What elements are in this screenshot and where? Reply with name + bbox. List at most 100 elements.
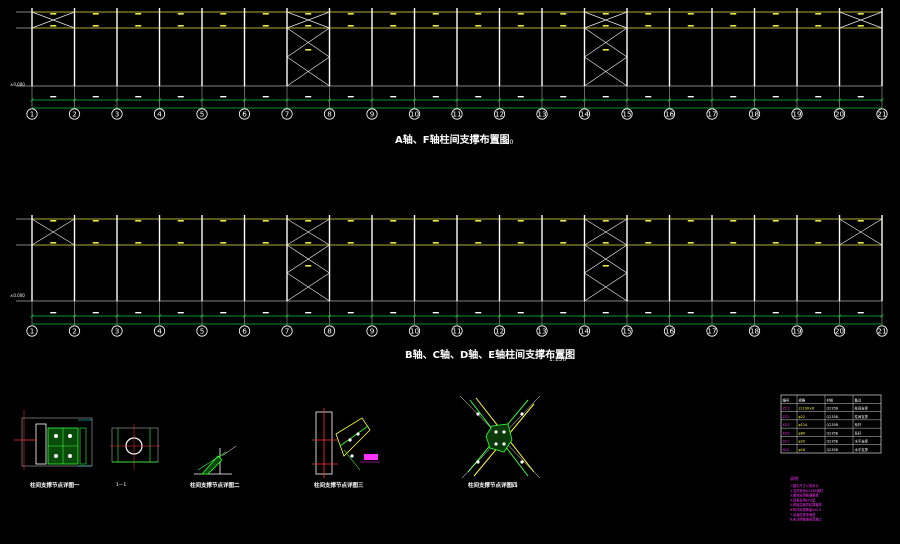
strut-tag [645,220,652,222]
strut-tag [135,13,142,15]
note-line: 2.支撑采用Q235B钢材 [790,488,824,493]
strut-tag [560,242,567,244]
dim-value-mark [517,96,524,98]
lower-bracing [286,27,330,58]
table-cell: 备注 [855,397,862,402]
axis-number: 16 [665,327,675,336]
strut-tag [602,13,609,15]
dim-tick [752,314,757,318]
axis-bubble [578,325,591,337]
dim-tick [370,314,374,318]
axis-number: 15 [622,110,631,119]
dim-value-mark [560,312,567,314]
dim-value-mark [220,312,227,314]
axis-number: 9 [370,110,375,119]
dim-tick [497,314,502,318]
strut-tag [857,242,864,244]
upper-bracing [839,11,883,29]
table-cell: 系杆 [855,430,862,435]
strut-tag [262,25,269,27]
note-line: 8.未注明者按规范施工 [790,517,823,522]
strut-tag [92,25,99,27]
dim-value-mark [432,96,439,98]
dim-tick [115,98,119,102]
dim-tick [327,98,332,102]
strut-tag [262,13,269,15]
axis-bubble [876,108,888,120]
dim-tick [157,314,162,318]
table-cell: Q235B [827,431,839,435]
dim-tick [710,98,714,102]
strut-tag [177,220,184,222]
axis-number: 8 [327,110,332,119]
table-cell: φ16 [799,448,806,452]
dim-tick [72,98,77,102]
brace-tag [305,49,312,51]
table-cell: φ20 [799,440,806,444]
dim-value-mark [92,312,99,314]
strut-tag [432,13,439,15]
strut-tag [772,220,779,222]
table-border [780,394,882,454]
table-cell: φ89 [799,431,806,435]
dim-tick [285,314,289,318]
axis-number: 15 [622,327,631,336]
dim-value-mark [772,96,779,98]
table-cell: 系杆 [855,422,862,427]
strut-tag [815,25,822,27]
axis-number: 9 [370,327,375,336]
strut-tag [390,220,397,222]
dim-value-mark [772,312,779,314]
strut-tag [517,25,524,27]
dim-tick [667,98,672,102]
dim-value-mark [730,96,737,98]
axis-number: 10 [410,327,420,336]
strut-tag [687,13,694,15]
table-cell: XG2 [783,431,790,435]
table-cell: Q235B [827,423,839,427]
axis-number: 12 [495,327,504,336]
plan1-scale: 1:150 [496,139,513,146]
axis-number: 16 [665,110,675,119]
axis-bubble [791,108,803,120]
strut-tag [390,25,397,27]
dim-value-mark [50,96,57,98]
strut-tag [262,220,269,222]
dim-tick [370,98,374,102]
strut-tag [815,13,822,15]
axis-bubble [451,325,463,337]
lower-bracing [584,56,628,87]
table-cell: 材质 [827,397,834,402]
dim-value-mark [857,96,864,98]
dim-tick [455,98,459,102]
dim-value-mark [347,312,354,314]
strut-tag [92,242,99,244]
strut-tag [50,242,57,244]
strut-tag [857,25,864,27]
strut-tag [687,242,694,244]
dim-value-mark [135,96,142,98]
upper-bracing [584,11,628,29]
strut-tag [560,220,567,222]
dim-value-mark [645,312,652,314]
dim-value-mark [602,312,609,314]
dim-value-mark [517,312,524,314]
axis-number: 20 [835,327,845,336]
axis-number: 14 [580,110,590,119]
strut-tag [475,242,482,244]
design-notes: 说明： 1.图中尺寸以毫米计2.支撑采用Q235B钢材3.螺栓采用普通螺栓4.焊… [790,475,824,522]
upper-bracing [584,218,628,246]
dim-value-mark [560,96,567,98]
table-cell: 规格 [799,397,806,402]
dim-tick [200,314,204,318]
dim-tick [582,314,587,318]
axis-number: 13 [537,327,546,336]
lower-bracing [584,244,628,274]
strut-tag [135,25,142,27]
strut-tag [305,13,312,15]
axis-number: 17 [707,327,716,336]
strut-tag [560,13,567,15]
axis-number: 6 [242,327,247,336]
dim-value-mark [645,96,652,98]
